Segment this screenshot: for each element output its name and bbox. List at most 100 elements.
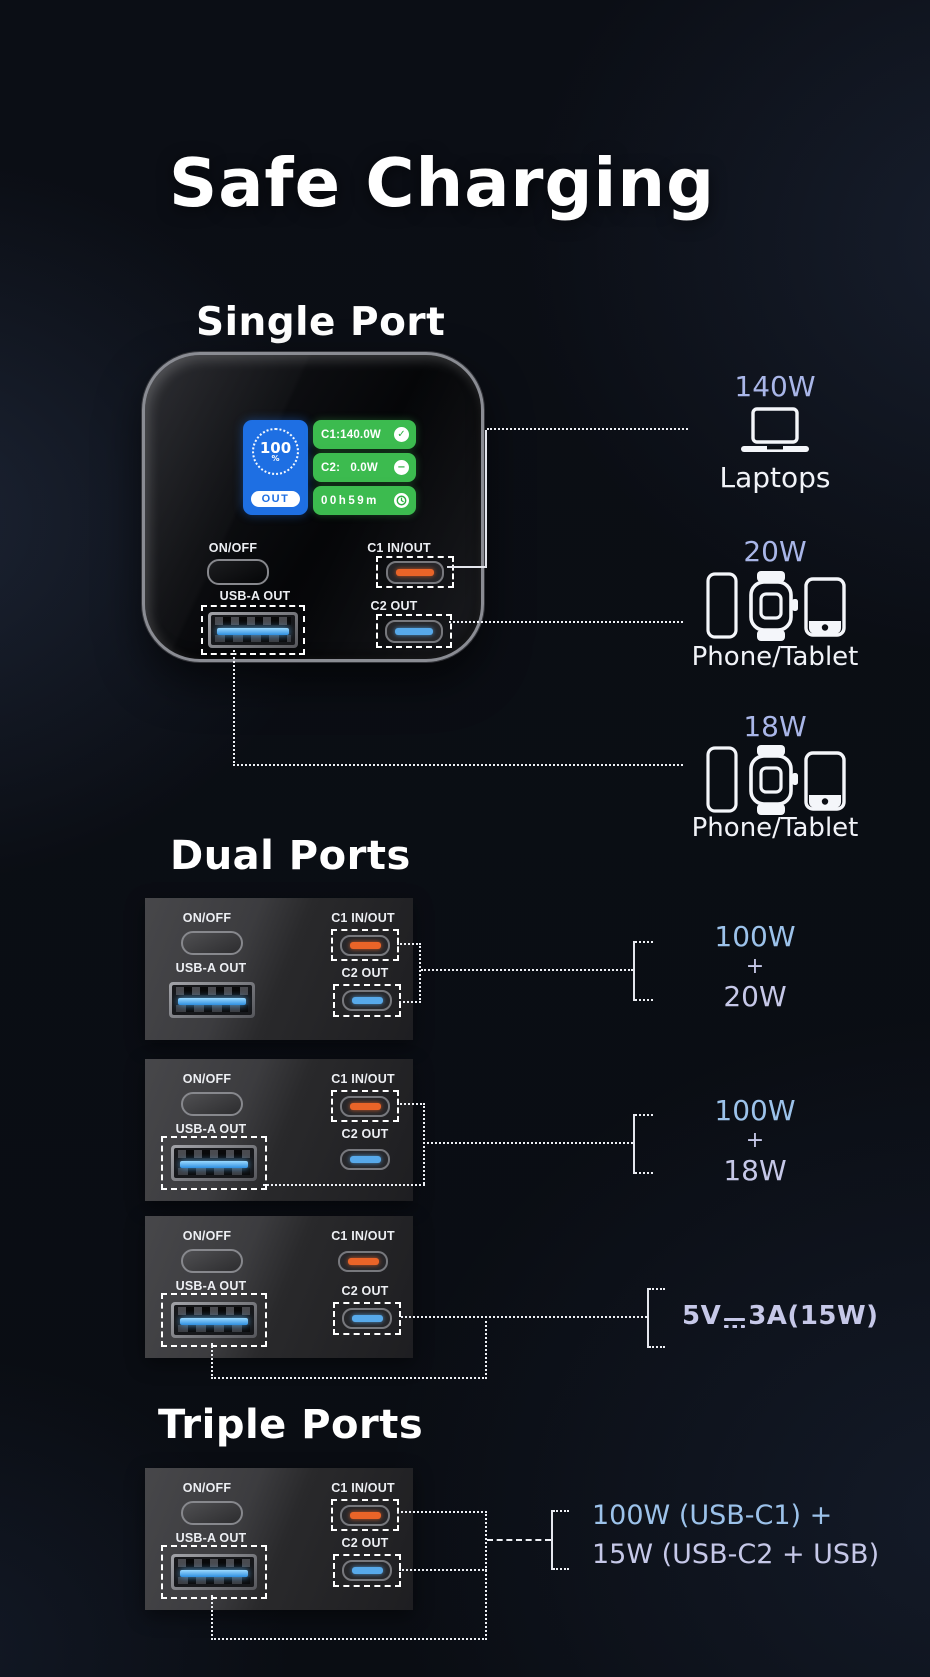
c1-usb-c-port: [331, 929, 399, 961]
connector-line: [211, 1595, 213, 1640]
tablet-icon: [804, 577, 846, 637]
dual-ports-heading: Dual Ports: [170, 833, 411, 879]
connector-line: [401, 1316, 647, 1318]
connector-line: [487, 1539, 551, 1541]
usb-a-port: [161, 1293, 267, 1347]
watch-icon: [749, 571, 798, 641]
power-bank-device: 100 % OUT C1:140.0W ✓ C2: 0.0W − 00h59m …: [142, 352, 484, 662]
spec-voltage: 5V: [682, 1301, 722, 1331]
combo-watt-top: 100W: [714, 920, 796, 953]
c2-port-label: C2 OUT: [341, 1536, 389, 1550]
triple-ports-panel: ON/OFF C1 IN/OUT USB-A OUT C2 OUT: [145, 1468, 413, 1610]
page-title: Safe Charging: [168, 144, 716, 222]
dual-combo-3-spec: 5V 3A(15W): [682, 1301, 879, 1331]
combo-plus: +: [745, 1128, 765, 1153]
combo-watt-top: 100W: [714, 1094, 796, 1127]
battery-percent-value: 100: [259, 438, 292, 457]
combo-watt-bottom: 20W: [723, 980, 787, 1013]
combo-plus: +: [745, 954, 765, 979]
on-off-button: [181, 1092, 243, 1116]
c2-usb-c-port: [333, 1145, 397, 1174]
connector-line: [399, 1001, 421, 1003]
connector-line: [419, 943, 421, 1003]
c2-wattage-text: C2: 0.0W: [321, 461, 378, 474]
c1-port-label: C1 IN/OUT: [331, 1072, 395, 1086]
c2-usb-c-port: [333, 1554, 401, 1587]
dual-ports-panel-3: ON/OFF C1 IN/OUT USB-A OUT C2 OUT: [145, 1216, 413, 1358]
usb-a-port: [161, 1545, 267, 1599]
bracket-line: [633, 1114, 635, 1174]
c2-port-label: C2 OUT: [341, 1284, 389, 1298]
usb-a-label: USB-A OUT: [175, 1531, 247, 1545]
connector-c1-riser: [485, 430, 487, 568]
dual-ports-panel-2: ON/OFF C1 IN/OUT USB-A OUT C2 OUT: [145, 1059, 413, 1201]
battery-status-panel: 100 % OUT: [243, 420, 308, 515]
usb-a-label: USB-A OUT: [219, 589, 291, 603]
time-remaining-text: 00h59m: [321, 494, 379, 507]
connector-line: [423, 1142, 633, 1144]
c1-usb-c-port: [331, 1247, 395, 1275]
bracket-line: [551, 1510, 553, 1570]
connector-c1-line: [447, 566, 487, 568]
connector-line: [399, 1569, 487, 1571]
bracket-stub: [553, 1568, 569, 1570]
bracket-stub: [635, 1114, 653, 1116]
connector-line: [211, 1377, 487, 1379]
combo-watt-bottom: 18W: [723, 1154, 787, 1187]
percent-sign: %: [271, 453, 280, 463]
phone-icon: [706, 572, 738, 639]
watt-18: 18W: [743, 710, 807, 743]
usb-a-label: USB-A OUT: [175, 1279, 247, 1293]
bracket-line: [633, 941, 635, 1001]
bracket-stub: [635, 1172, 653, 1174]
usb-a-label: USB-A OUT: [175, 1122, 247, 1136]
c1-port-label: C1 IN/OUT: [331, 1481, 395, 1495]
connector-c2-to-20w: [449, 621, 683, 623]
dual-ports-panel-1: ON/OFF C1 IN/OUT USB-A OUT C2 OUT: [145, 898, 413, 1040]
output-mode-badge: OUT: [251, 491, 300, 507]
c1-usb-c-port: [376, 556, 454, 588]
laptop-icon: [737, 406, 813, 458]
c1-port-label: C1 IN/OUT: [367, 541, 431, 555]
phone-watch-tablet-icons: [706, 745, 846, 815]
usb-a-label: USB-A OUT: [175, 961, 247, 975]
bracket-stub: [649, 1346, 665, 1348]
triple-combo-line1: 100W (USB-C1) +: [592, 1500, 833, 1531]
screen-readouts: C1:140.0W ✓ C2: 0.0W − 00h59m: [313, 420, 416, 515]
connector-line: [421, 969, 633, 971]
watch-icon: [749, 745, 798, 815]
usb-a-port: [161, 975, 263, 1025]
connector-line: [211, 1638, 487, 1640]
dual-combo-2: 100W + 18W: [690, 1094, 820, 1187]
c1-wattage-text: C1:140.0W: [321, 428, 381, 441]
dc-symbol-icon: [724, 1317, 746, 1328]
connector-line: [397, 1103, 425, 1105]
c1-usb-c-port: [331, 1499, 399, 1531]
c2-port-label: C2 OUT: [341, 1127, 389, 1141]
on-off-button: [207, 559, 269, 585]
connector-usba-drop: [233, 650, 235, 766]
connector-c1-to-140w: [487, 428, 688, 430]
triple-combo-line2: 15W (USB-C2 + USB): [592, 1539, 880, 1570]
spec-amperage: 3A(15W): [748, 1301, 879, 1331]
c2-port-label: C2 OUT: [370, 599, 418, 613]
single-port-heading: Single Port: [196, 300, 446, 345]
connector-line: [211, 1343, 213, 1379]
on-off-label: ON/OFF: [182, 1481, 232, 1495]
on-off-label: ON/OFF: [182, 1072, 232, 1086]
on-off-button: [181, 931, 243, 955]
bracket-stub: [635, 941, 653, 943]
phone-tablet-label-20w: Phone/Tablet: [691, 642, 859, 672]
laptops-label: Laptops: [719, 461, 831, 494]
c1-usb-c-port: [331, 1090, 399, 1122]
tablet-icon: [804, 751, 846, 811]
connector-line: [485, 1511, 487, 1640]
c1-wattage-readout: C1:140.0W ✓: [313, 420, 416, 449]
usb-a-port: [161, 1136, 267, 1190]
connector-line: [263, 1184, 425, 1186]
bracket-line: [647, 1288, 649, 1348]
triple-combo: 100W (USB-C1) + 15W (USB-C2 + USB): [592, 1496, 879, 1574]
usb-a-port: [201, 605, 305, 655]
on-off-label: ON/OFF: [182, 911, 232, 925]
c2-port-label: C2 OUT: [341, 966, 389, 980]
